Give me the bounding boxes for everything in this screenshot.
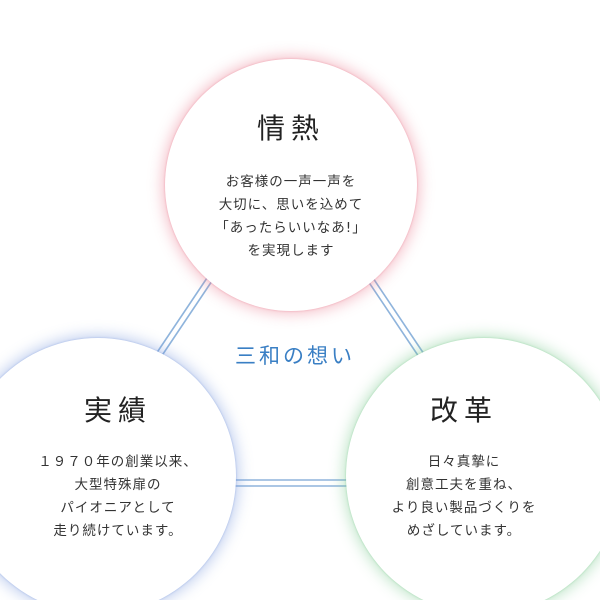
connector-left-outer	[155, 271, 212, 355]
circle-achievement-line: 走り続けています。	[53, 523, 183, 539]
circle-achievement-line: 大型特殊扉の	[74, 477, 162, 493]
circle-achievement-line: パイオニアとして	[60, 500, 176, 516]
circle-achievement: 実績 １９７０年の創業以来、 大型特殊扉の パイオニアとして 走り続けています。	[0, 338, 236, 600]
circle-passion-title: 情熱	[256, 112, 325, 145]
circle-innovation-line: より良い製品づくりを	[391, 500, 537, 516]
circle-passion-line: を実現します	[247, 243, 335, 259]
connector-right-inner	[363, 274, 420, 358]
connector-left-inner	[160, 274, 217, 358]
circle-achievement-body: １９７０年の創業以来、 大型特殊扉の パイオニアとして 走り続けています。	[0, 451, 198, 543]
circle-passion: 情熱 お客様の一声一声を 大切に、思いを込めて 「あったらいいなあ!」 を実現し…	[165, 59, 417, 311]
center-label: 三和の想い	[235, 344, 355, 368]
circle-innovation-title: 改革	[429, 394, 498, 427]
circle-innovation-line: めざしています。	[406, 523, 522, 539]
circle-innovation-line: 日々真摯に	[427, 454, 501, 470]
circle-achievement-title: 実績	[83, 394, 152, 427]
circle-passion-line: 「あったらいいなあ!」	[215, 220, 367, 236]
connector-right-outer	[368, 271, 425, 355]
circle-achievement-line: １９７０年の創業以来、	[38, 454, 198, 470]
circle-innovation-line: 創意工夫を重ね、	[405, 477, 522, 493]
circle-innovation-body: 日々真摯に 創意工夫を重ね、 より良い製品づくりを めざしています。	[392, 451, 577, 543]
circle-innovation: 改革 日々真摯に 創意工夫を重ね、 より良い製品づくりを めざしています。	[346, 338, 600, 600]
circle-passion-body: お客様の一声一声を 大切に、思いを込めて 「あったらいいなあ!」 を実現します	[215, 171, 366, 263]
circle-passion-line: お客様の一声一声を	[225, 174, 357, 190]
circle-passion-line: 大切に、思いを込めて	[218, 197, 364, 213]
